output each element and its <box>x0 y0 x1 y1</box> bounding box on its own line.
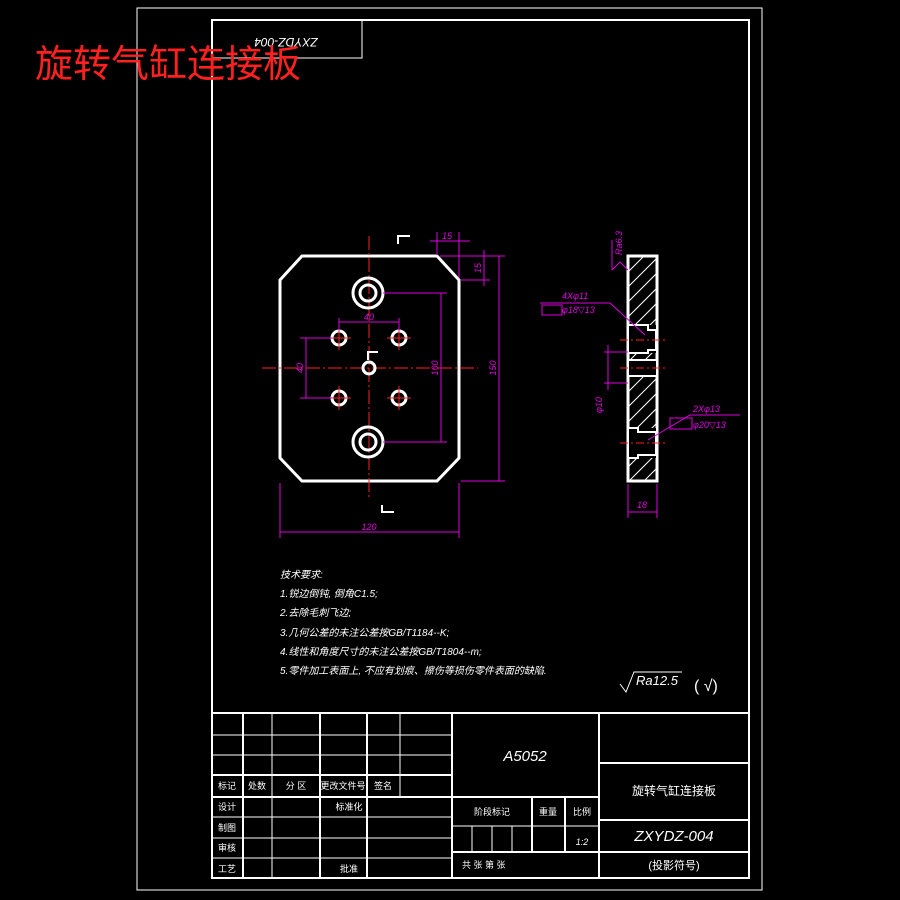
big-hole-top <box>351 276 385 310</box>
scale-label: 比例 <box>573 806 591 817</box>
row-label: 处数 <box>248 780 266 791</box>
drawing-label: 制图 <box>218 822 236 833</box>
center-hole <box>361 360 377 376</box>
big-hole-top-inner <box>358 283 378 303</box>
title-block <box>212 712 749 878</box>
dim-width: 120 <box>361 522 376 532</box>
inner-border <box>211 19 750 879</box>
roughness-symbol <box>619 671 682 694</box>
title-block-text: A5052 旋转气缸连接板 ZXYDZ-004 (投影符号) 标记 处数 分 区… <box>218 748 716 874</box>
center-dia-label: φ10 <box>594 397 604 413</box>
big-hole-bottom-inner <box>358 432 378 452</box>
thread-label: 4Xφ11 <box>562 291 588 301</box>
big-title: 旋转气缸连接板 <box>35 44 301 86</box>
tech-note: 4.线性和角度尺寸的未注公差按GB/T1804--m; <box>280 646 482 658</box>
side-dimensions: Ra6.3 4Xφ11 φ18▽13 φ10 2Xφ13 φ20▽13 18 <box>540 231 740 518</box>
stage-mark-label: 阶段标记 <box>474 806 510 817</box>
dim-chamfer-h: 15 <box>442 231 453 241</box>
roughness-top: Ra6.3 <box>614 231 624 255</box>
rotated-no-box <box>211 19 363 59</box>
row-label: 更改文件号 <box>320 780 365 791</box>
row-label: 分 区 <box>286 781 307 791</box>
sheets: 共 张 第 张 <box>462 859 506 870</box>
counterbore-label: φ18▽13 <box>562 305 595 315</box>
row-label: 签名 <box>374 780 392 791</box>
big-hole-bottom <box>351 425 385 459</box>
dim-chamfer-v: 15 <box>473 262 483 273</box>
projection: (投影符号) <box>648 858 699 872</box>
check-label: 审核 <box>218 842 236 853</box>
tech-note: 2.去除毛刺飞边; <box>279 607 351 619</box>
dim-height: 150 <box>488 360 498 375</box>
weight-label: 重量 <box>539 806 557 817</box>
front-dimensions: 15 15 150 100 40 40 120 <box>279 231 505 538</box>
design-label: 设计 <box>218 801 236 812</box>
roughness-general: Ra12.5 <box>636 673 679 688</box>
hole2-label: 2Xφ13 <box>692 404 720 414</box>
row-label: 标记 <box>218 780 236 791</box>
process-label: 工艺 <box>218 864 236 874</box>
dim-big-hole-pitch: 100 <box>430 360 440 375</box>
material: A5052 <box>502 748 547 765</box>
side-view <box>620 254 665 483</box>
outer-frame <box>136 7 763 891</box>
thickness-label: 18 <box>637 500 647 510</box>
section-mark-bottom <box>381 505 394 513</box>
tech-note: 1.锐边倒钝, 倒角C1.5; <box>280 588 378 600</box>
section-mark-center <box>367 351 378 360</box>
part-name: 旋转气缸连接板 <box>632 783 716 798</box>
dim-hole-pitch-v: 40 <box>295 363 305 373</box>
tech-notes: 技术要求: 1.锐边倒钝, 倒角C1.5; 2.去除毛刺飞边; 3.几何公差的未… <box>279 569 547 677</box>
hole2-cb-label: φ20▽13 <box>693 420 726 430</box>
tech-note: 3.几何公差的未注公差按GB/T1184--K; <box>280 627 450 639</box>
plate-outline <box>278 254 461 483</box>
tech-notes-heading: 技术要求: <box>280 569 323 581</box>
scale-value: 1:2 <box>576 837 589 847</box>
tech-note: 5.零件加工表面上, 不应有划痕、擦伤等损伤零件表面的缺陷. <box>280 665 547 677</box>
section-mark-top <box>397 235 410 244</box>
drawing-no: ZXYDZ-004 <box>633 828 713 845</box>
rotated-drawing-no: ZXYDZ-004 <box>254 35 319 49</box>
approve-label: 批准 <box>340 863 358 874</box>
roughness-paren: ( √) <box>694 678 718 695</box>
standardize-label: 标准化 <box>335 801 362 812</box>
dim-hole-pitch-h: 40 <box>364 312 374 322</box>
